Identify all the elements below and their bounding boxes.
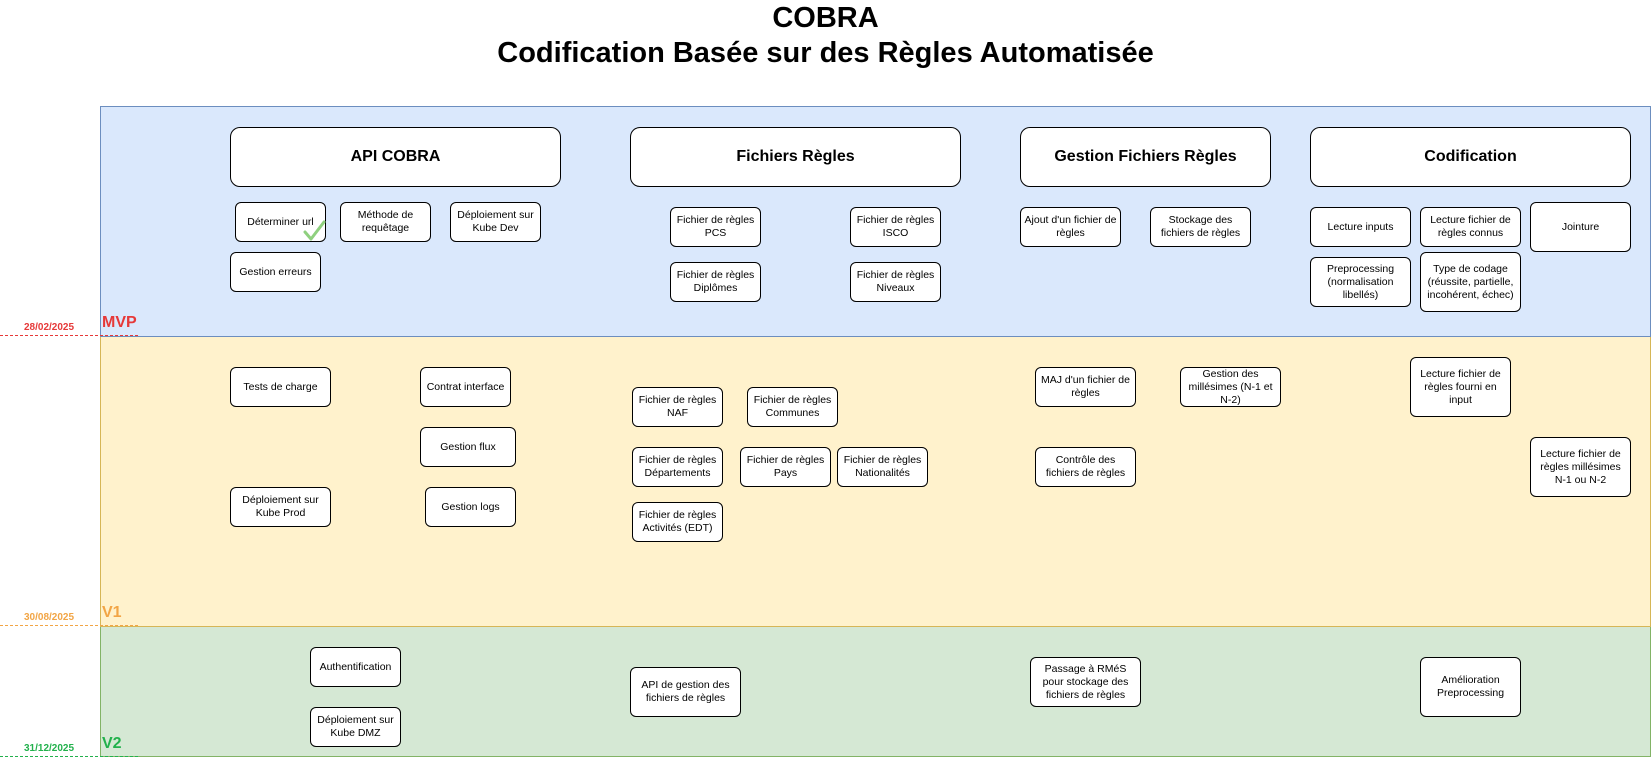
task-fichier-regles-niveaux[interactable]: Fichier de règles Niveaux	[850, 262, 941, 302]
diagram-title: COBRA	[772, 2, 879, 34]
task-ajout-fichier-regles[interactable]: Ajout d'un fichier de règles	[1020, 207, 1121, 247]
task-gestion-logs[interactable]: Gestion logs	[425, 487, 516, 527]
task-gestion-erreurs[interactable]: Gestion erreurs	[230, 252, 321, 292]
task-fichier-regles-activites[interactable]: Fichier de règles Activités (EDT)	[632, 502, 723, 542]
task-determiner-url[interactable]: Déterminer url	[235, 202, 326, 242]
checkmark-icon	[303, 220, 326, 241]
task-lecture-inputs[interactable]: Lecture inputs	[1310, 207, 1411, 247]
task-fichier-regles-naf[interactable]: Fichier de règles NAF	[632, 387, 723, 427]
column-header-codification[interactable]: Codification	[1310, 127, 1631, 187]
task-lecture-fichier-regles-fourni[interactable]: Lecture fichier de règles fourni en inpu…	[1410, 357, 1511, 417]
task-deploiement-kube-dmz[interactable]: Déploiement sur Kube DMZ	[310, 707, 401, 747]
task-tests-de-charge[interactable]: Tests de charge	[230, 367, 331, 407]
v1-date: 30/08/2025	[24, 612, 75, 623]
task-fichier-regles-pays[interactable]: Fichier de règles Pays	[740, 447, 831, 487]
task-preprocessing[interactable]: Preprocessing (normalisation libellés)	[1310, 257, 1411, 307]
task-fichier-regles-isco[interactable]: Fichier de règles ISCO	[850, 207, 941, 247]
task-fichier-regles-pcs[interactable]: Fichier de règles PCS	[670, 207, 761, 247]
task-deploiement-kube-dev[interactable]: Déploiement sur Kube Dev	[450, 202, 541, 242]
v2-label: V2	[102, 735, 122, 752]
task-lecture-fichier-regles-millesimes[interactable]: Lecture fichier de règles millésimes N-1…	[1530, 437, 1631, 497]
task-passage-rmes[interactable]: Passage à RMéS pour stockage des fichier…	[1030, 657, 1141, 707]
task-contrat-interface[interactable]: Contrat interface	[420, 367, 511, 407]
v2-date: 31/12/2025	[24, 743, 75, 754]
task-methode-requetage[interactable]: Méthode de requêtage	[340, 202, 431, 242]
mvp-date: 28/02/2025	[24, 322, 75, 333]
mvp-deadline-line	[0, 335, 138, 336]
task-type-codage[interactable]: Type de codage (réussite, partielle, inc…	[1420, 252, 1521, 312]
task-authentification[interactable]: Authentification	[310, 647, 401, 687]
task-controle-fichiers-regles[interactable]: Contrôle des fichiers de règles	[1035, 447, 1136, 487]
v2-deadline-line	[0, 756, 138, 757]
task-amelioration-preprocessing[interactable]: Amélioration Preprocessing	[1420, 657, 1521, 717]
task-api-gestion-fichiers-regles[interactable]: API de gestion des fichiers de règles	[630, 667, 741, 717]
v1-label: V1	[102, 604, 122, 621]
column-header-gestion-fichiers-regles[interactable]: Gestion Fichiers Règles	[1020, 127, 1271, 187]
task-jointure[interactable]: Jointure	[1530, 202, 1631, 252]
column-header-fichiers-regles[interactable]: Fichiers Règles	[630, 127, 961, 187]
task-gestion-flux[interactable]: Gestion flux	[420, 427, 516, 467]
diagram-subtitle: Codification Basée sur des Règles Automa…	[497, 37, 1154, 69]
task-fichier-regles-communes[interactable]: Fichier de règles Communes	[747, 387, 838, 427]
column-header-api-cobra[interactable]: API COBRA	[230, 127, 561, 187]
task-maj-fichier-regles[interactable]: MAJ d'un fichier de règles	[1035, 367, 1136, 407]
task-stockage-fichiers-regles[interactable]: Stockage des fichiers de règles	[1150, 207, 1251, 247]
v1-deadline-line	[0, 625, 138, 626]
task-fichier-regles-diplomes[interactable]: Fichier de règles Diplômes	[670, 262, 761, 302]
task-fichier-regles-nationalites[interactable]: Fichier de règles Nationalités	[837, 447, 928, 487]
task-fichier-regles-departements[interactable]: Fichier de règles Départements	[632, 447, 723, 487]
task-gestion-millesimes[interactable]: Gestion des millésimes (N-1 et N-2)	[1180, 367, 1281, 407]
mvp-label: MVP	[102, 314, 137, 331]
task-lecture-fichier-regles-connus[interactable]: Lecture fichier de règles connus	[1420, 207, 1521, 247]
task-deploiement-kube-prod[interactable]: Déploiement sur Kube Prod	[230, 487, 331, 527]
